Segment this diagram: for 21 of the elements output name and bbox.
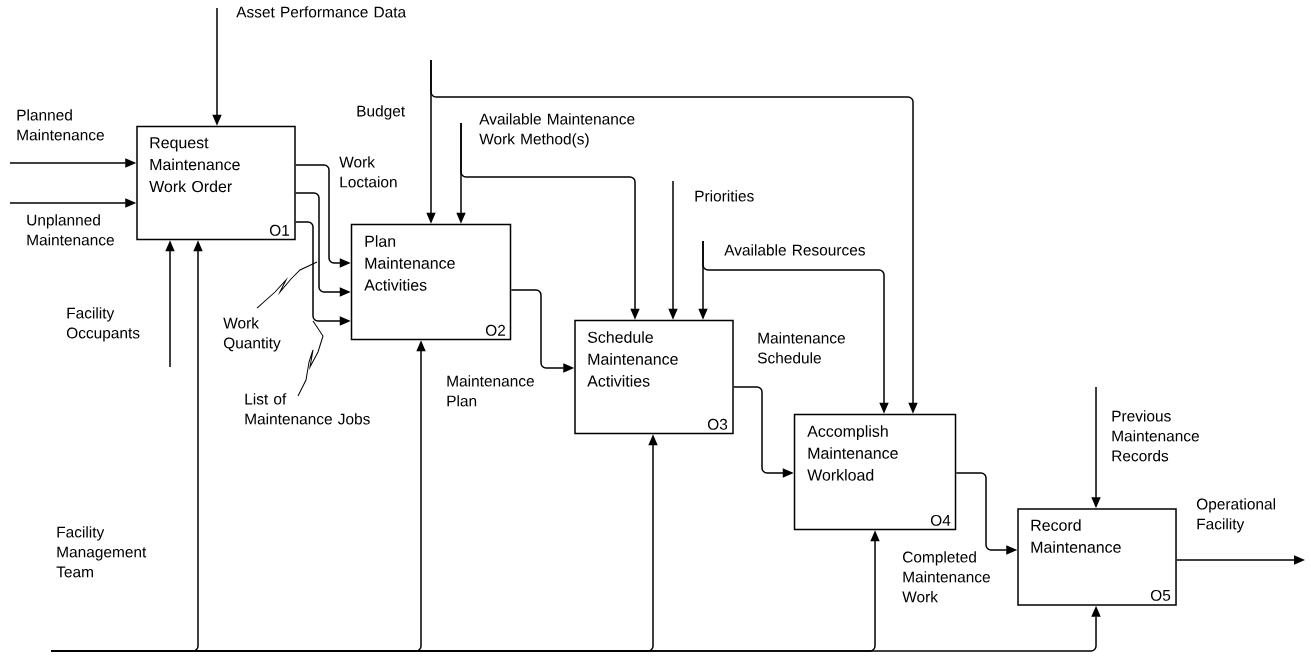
- process-box: Record Maintenance O5: [1017, 508, 1177, 606]
- edge-label: Completed Maintenance Work: [902, 551, 990, 603]
- edge-label: Previous Maintenance Records: [1112, 410, 1199, 462]
- edge-label: Operational Facility: [1196, 498, 1275, 533]
- edge-label: Facility Occupants: [66, 307, 140, 342]
- edge-label: Budget: [357, 105, 405, 120]
- edge-label: Facility Management Team: [56, 526, 147, 578]
- edge-label: Available Resources: [724, 244, 865, 256]
- edge-label: Unplanned Maintenance: [27, 214, 114, 246]
- edge-label: Work Quantity: [223, 261, 318, 352]
- edge-label: Maintenance Schedule: [757, 332, 845, 364]
- edge-label: Asset Performance Data: [236, 6, 407, 18]
- process-box: Schedule Maintenance Activities O3: [574, 319, 734, 435]
- process-box: Accomplish Maintenance Workload O4: [793, 413, 957, 531]
- edge-label: Work Loctaion: [339, 156, 397, 188]
- edge-label: Available Maintenance Work Method(s): [479, 113, 635, 148]
- edge-label: Priorities: [695, 190, 754, 202]
- process-box: Plan Maintenance Activities O2: [350, 223, 512, 341]
- edge-label: Maintenance Plan: [447, 375, 534, 407]
- edge-label: Planned Maintenance: [17, 109, 104, 141]
- process-box: Request Maintenance Work Order O1: [136, 125, 296, 241]
